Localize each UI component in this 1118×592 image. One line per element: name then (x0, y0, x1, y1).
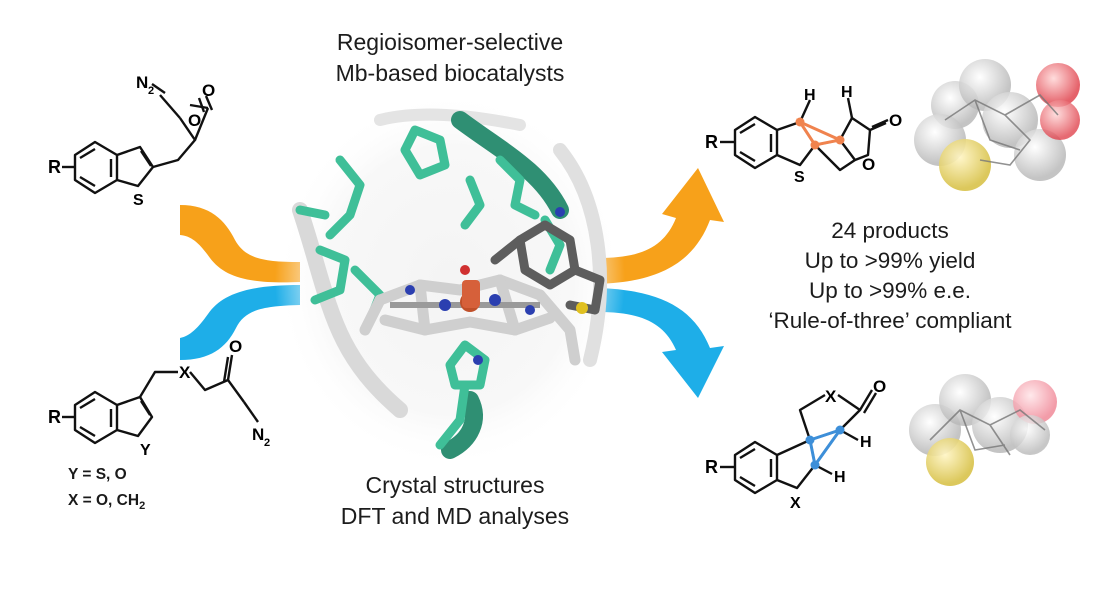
top-caption: Regioisomer-selective Mb-based biocataly… (285, 27, 615, 89)
condition-x-sub: 2 (139, 500, 146, 513)
results-products: 24 products (831, 218, 949, 243)
product-bottom-h2: H (834, 469, 846, 486)
product-top-cyclopropane (795, 117, 845, 150)
substrate-bottom-r-label: R (48, 407, 61, 427)
bottom-caption-line-1: Crystal structures (365, 472, 545, 498)
substrate-bottom-diazo-sub: 2 (264, 437, 270, 449)
product-bottom-cyclopropane (805, 425, 845, 470)
condition-x: X = O, CH2 (68, 492, 145, 512)
substrate-top-structure (73, 83, 214, 195)
product-bottom-x-lactone: X (825, 387, 837, 406)
substrate-bottom-x-label: X (179, 363, 191, 382)
product-top-h2: H (841, 84, 853, 101)
substrate-bottom-y-label: Y (140, 442, 151, 459)
substrate-top-diazo-sub: 2 (148, 85, 154, 97)
results-summary: 24 products Up to >99% yield Up to >99% … (705, 216, 1075, 336)
results-yield: Up to >99% yield (804, 248, 976, 273)
product-top-h1: H (804, 87, 816, 104)
product-top-o-carbonyl: O (889, 111, 902, 130)
product-bottom-h1: H (860, 434, 872, 451)
orange-arrow-left (180, 205, 300, 283)
orange-arrow-right (598, 168, 724, 284)
results-ee: Up to >99% e.e. (809, 278, 971, 303)
bottom-caption: Crystal structures DFT and MD analyses (290, 470, 620, 532)
top-caption-line-1: Regioisomer-selective (336, 29, 564, 55)
bottom-caption-line-2: DFT and MD analyses (340, 503, 570, 529)
product-bottom-r-label: R (705, 457, 718, 477)
substrate-bottom-o-label: O (229, 337, 242, 356)
substrate-bottom-diazo-n: N (252, 425, 264, 444)
space-fill-model-top (914, 59, 1080, 191)
condition-y: Y = S, O (68, 466, 127, 483)
product-bottom-x-ring: X (790, 495, 801, 512)
substrate-top-o-carbonyl: O (202, 81, 215, 100)
product-bottom-structure (733, 389, 878, 495)
substrate-bottom-structure (73, 354, 259, 445)
top-caption-line-2: Mb-based biocatalysts (335, 60, 565, 86)
substrate-top-o-ester: O (188, 111, 201, 130)
condition-x-prefix: X = O, CH (68, 492, 140, 509)
product-top-r-label: R (705, 132, 718, 152)
substrate-top-r-label: R (48, 157, 61, 177)
blue-arrow-left (180, 285, 300, 360)
substrate-top-s-label: S (133, 192, 144, 209)
product-top-s-label: S (794, 169, 805, 186)
blue-arrow-right (598, 288, 724, 398)
results-rule-of-three: ‘Rule-of-three’ compliant (768, 308, 1012, 333)
space-fill-model-bottom (909, 374, 1057, 486)
product-bottom-o-label: O (873, 377, 886, 396)
substrate-top-diazo-n: N (136, 73, 148, 92)
product-top-o-ring: O (862, 155, 875, 174)
protein-structure-image (275, 90, 625, 470)
